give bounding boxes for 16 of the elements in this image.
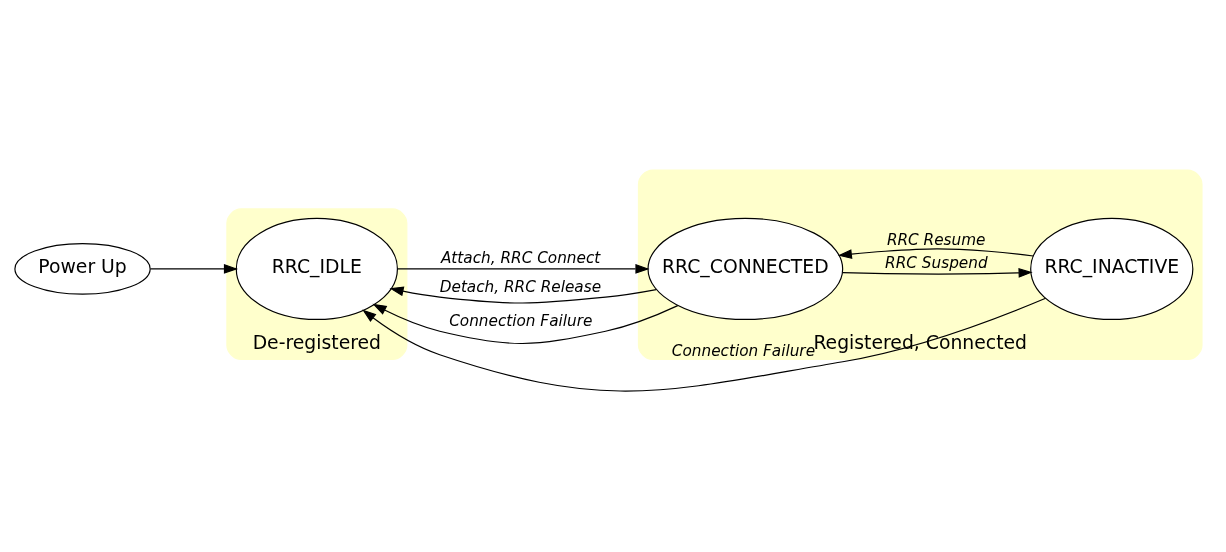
edge-label: Detach, RRC Release <box>439 277 602 296</box>
edge-label: Attach, RRC Connect <box>440 249 601 268</box>
arrow <box>842 267 1033 278</box>
arrow <box>397 263 650 274</box>
node-ellipse: Power Up <box>14 243 151 295</box>
arrow <box>837 248 1034 259</box>
node-ellipse: RRC_INACTIVE <box>1030 217 1194 321</box>
edge-label: RRC Resume <box>886 230 986 249</box>
arrow <box>389 286 657 304</box>
arrow <box>362 297 1047 392</box>
arrow <box>149 263 239 274</box>
arrow <box>372 303 679 345</box>
edge-label: RRC Suspend <box>885 254 988 273</box>
node-ellipse: RRC_CONNECTED <box>647 217 844 321</box>
edge-label: Connection Failure <box>449 311 593 330</box>
edge-label: Connection Failure <box>671 342 816 361</box>
